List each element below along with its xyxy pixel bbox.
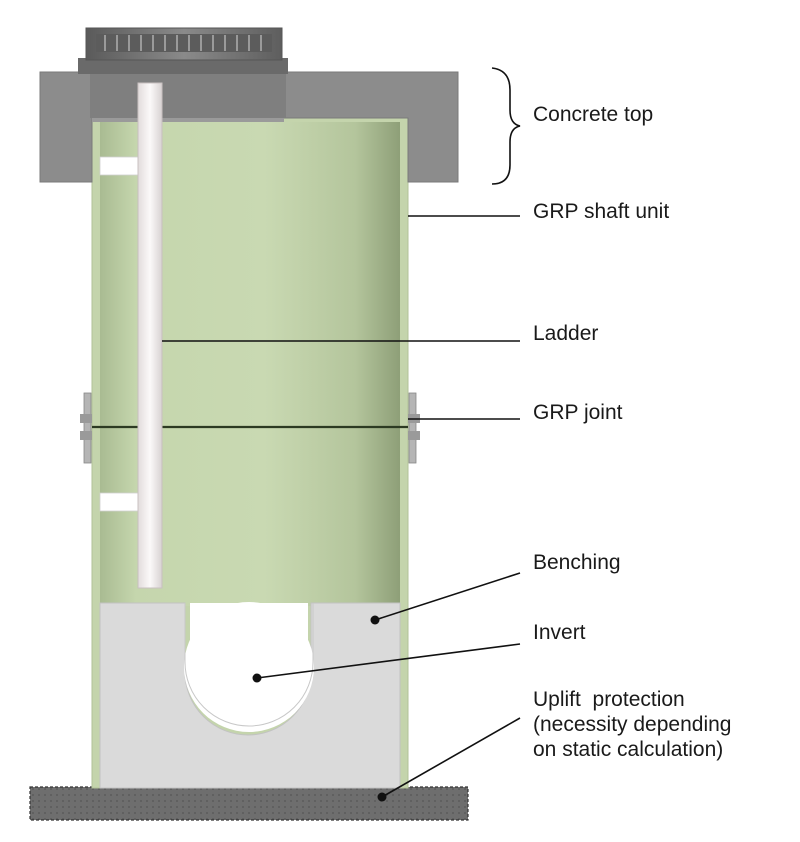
ladder-bracket-top	[99, 156, 139, 176]
grp-joint-flange-left	[80, 392, 92, 464]
label-uplift-line1: Uplift protection	[533, 688, 685, 711]
leader-invert	[256, 643, 521, 679]
label-uplift-line2: (necessity depending	[533, 713, 731, 736]
ladder-bracket-bottom	[99, 492, 139, 512]
label-concrete-top: Concrete top	[533, 103, 653, 126]
label-uplift-line3: on static calculation)	[533, 738, 723, 761]
leader-benching-dot	[370, 615, 380, 625]
label-benching: Benching	[533, 551, 621, 574]
label-grp-joint: GRP joint	[533, 401, 623, 424]
label-grp-shaft-unit: GRP shaft unit	[533, 200, 669, 223]
leader-uplift	[381, 717, 521, 798]
leader-benching	[374, 572, 521, 621]
ladder	[137, 82, 163, 589]
leader-uplift-dot	[377, 792, 387, 802]
label-ladder: Ladder	[533, 322, 598, 345]
grp-joint-flange-right	[408, 392, 420, 464]
leader-invert-dot	[252, 673, 262, 683]
uplift-base-plate	[29, 786, 469, 821]
concrete-top-brace	[491, 67, 521, 185]
label-invert: Invert	[533, 621, 586, 644]
manhole-frame	[78, 58, 288, 74]
